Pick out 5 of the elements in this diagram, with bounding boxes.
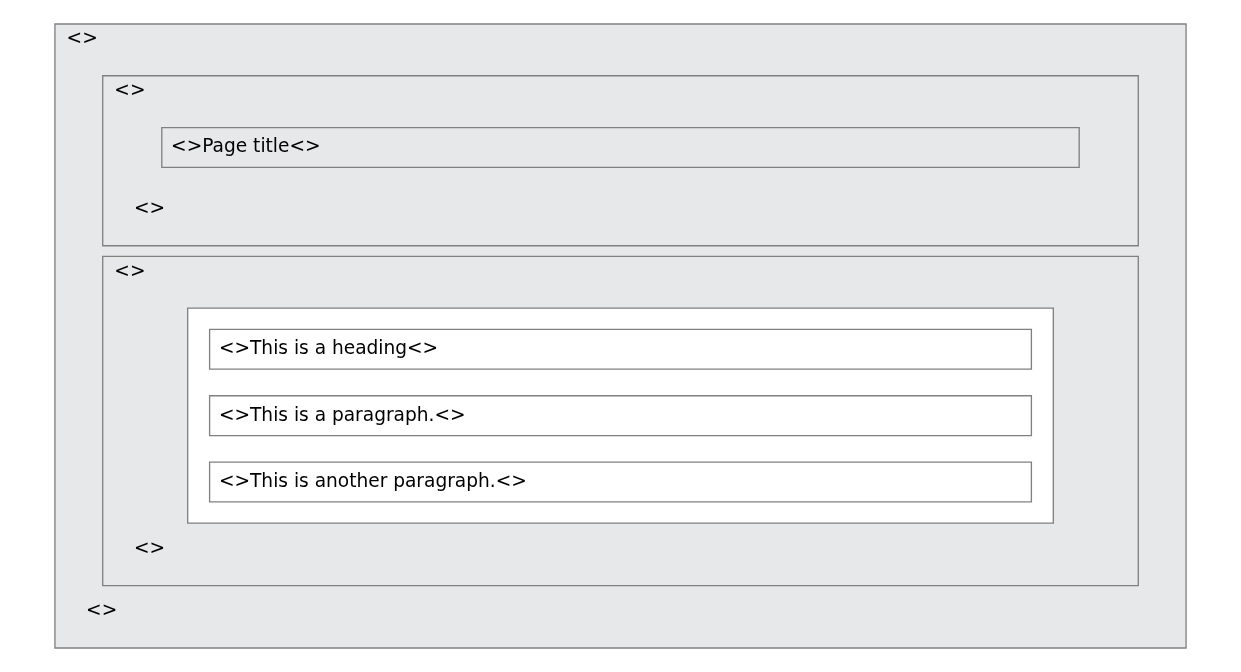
node-box: <>Page title<> <box>161 126 1080 169</box>
node-box: <>This is a heading<> <box>208 328 1033 370</box>
node-box: <>This is a paragraph.<> <box>208 395 1033 437</box>
cluster <box>187 307 1054 524</box>
node-box: <>This is another paragraph.<> <box>208 461 1033 503</box>
